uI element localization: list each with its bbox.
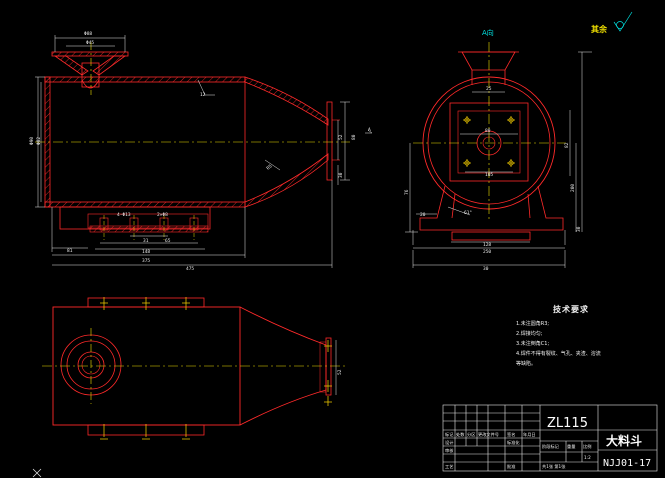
- dim-len-total: 375: [142, 258, 150, 264]
- cylinder-bottom-wall: [44, 201, 246, 208]
- rv-b4: 20: [420, 212, 426, 218]
- side-dimensions: [405, 51, 592, 268]
- tb-weight: 重量: [567, 443, 575, 450]
- tb-std: 标准化: [507, 439, 520, 446]
- rv-top: 25: [486, 86, 492, 92]
- dim-base3: 31: [143, 238, 149, 244]
- dim-base4: 65: [165, 238, 171, 244]
- tb-sheet: 共1张 第1张: [542, 463, 566, 470]
- tech-item-1: 1.未注圆角R3;: [516, 321, 550, 327]
- tb-date: 年月日: [523, 431, 536, 438]
- side-base-legs: [419, 185, 564, 231]
- drawing-number: NJJ01-17: [603, 458, 651, 469]
- tb-count: 处数: [456, 431, 465, 438]
- front-dim-text: Φ88 Φ45 12 Φ90 Φ82 80 52 30 4-Φ13 2×Φ8 3…: [29, 31, 371, 272]
- rv-angle: 61°: [464, 210, 472, 216]
- tb-scale: 比例: [583, 443, 591, 450]
- side-view: [413, 42, 566, 241]
- tb-review: 审核: [445, 447, 454, 454]
- front-dimensions: [35, 35, 373, 268]
- tech-title: 技术要求: [553, 305, 589, 314]
- cone-bottom: [244, 153, 329, 208]
- side-bolt-holes: [463, 116, 515, 167]
- feed-tube: [81, 62, 100, 88]
- roughness-label: 其余: [591, 24, 608, 34]
- roughness-symbol: [613, 11, 633, 32]
- rv-2: 105: [485, 172, 493, 178]
- top-funnel-left: [53, 55, 89, 76]
- dim-len1: 81: [67, 248, 73, 254]
- outlet-flange: [326, 101, 333, 181]
- dim-d1: 30: [338, 172, 344, 178]
- tech-item-2: 2.焊接均匀;: [516, 331, 543, 337]
- dim-base1: 148: [142, 249, 150, 255]
- dim-slope: 12: [200, 92, 206, 98]
- dim-tube-dia: Φ45: [86, 40, 94, 46]
- dim-flange2: 52: [338, 134, 344, 140]
- section-view-label: A向: [482, 28, 494, 37]
- rv-h1: 76: [404, 189, 410, 195]
- rv-h3: 82: [564, 142, 570, 148]
- cone-top: [244, 76, 329, 126]
- rv-h4: 30: [576, 226, 582, 232]
- tb-sign: 签名: [507, 431, 515, 438]
- title-block: [442, 404, 658, 472]
- tech-item-4: 4.焊件不得有裂纹、气孔、夹渣、溶流: [516, 351, 601, 357]
- top-funnel-rim: [51, 51, 129, 57]
- front-view: [35, 42, 350, 240]
- side-dim-text: 25 80 105 128 250 30 20 61° 76 200 82 30…: [404, 24, 608, 272]
- part-name: 大料斗: [606, 433, 642, 448]
- dim-hole-span: 2×Φ8: [157, 212, 168, 218]
- material: ZL115: [547, 416, 588, 431]
- dim-len-all: 475: [186, 266, 194, 272]
- side-hopper: [461, 51, 516, 71]
- title-block-text: ZL115 大料斗 NJJ01-17 标记 处数 分区 更改文件号 签名 年月日…: [445, 416, 651, 470]
- tb-process: 工艺: [445, 464, 453, 469]
- tb-zone: 分区: [467, 431, 475, 438]
- rv-b3: 30: [483, 266, 489, 272]
- rv-b2: 250: [483, 249, 491, 255]
- tb-mark: 标记: [445, 431, 454, 438]
- rv-h2: 200: [570, 184, 576, 192]
- top-flange: [325, 337, 332, 396]
- top-funnel-right: [92, 55, 127, 76]
- tb-design: 设计: [445, 439, 453, 446]
- dim-holes: 4-Φ13: [117, 212, 131, 218]
- tb-scale-val: 1:2: [584, 455, 591, 460]
- tech-item-5: 等缺陷。: [516, 361, 537, 367]
- dim-flange: 80: [351, 134, 357, 140]
- tech-item-3: 3.未注倒角C1;: [516, 341, 550, 347]
- top-flange-dim: 52: [337, 369, 343, 375]
- rv-b1: 128: [483, 242, 491, 248]
- rv-1: 80: [485, 128, 491, 134]
- tb-stage: 阶段标记: [542, 443, 560, 450]
- cylinder-top-wall: [44, 76, 246, 83]
- dim-height-big: Φ90: [29, 137, 35, 145]
- section-arrow-label: A: [368, 127, 371, 133]
- tb-approve: 批准: [507, 463, 515, 470]
- dim-outlet-r: R5: [265, 163, 273, 171]
- top-view: [42, 297, 345, 440]
- ucs-icon: [32, 468, 42, 478]
- dim-height-inner: Φ82: [36, 137, 42, 145]
- tb-doc: 更改文件号: [478, 431, 499, 438]
- dim-top-dia: Φ88: [84, 31, 92, 37]
